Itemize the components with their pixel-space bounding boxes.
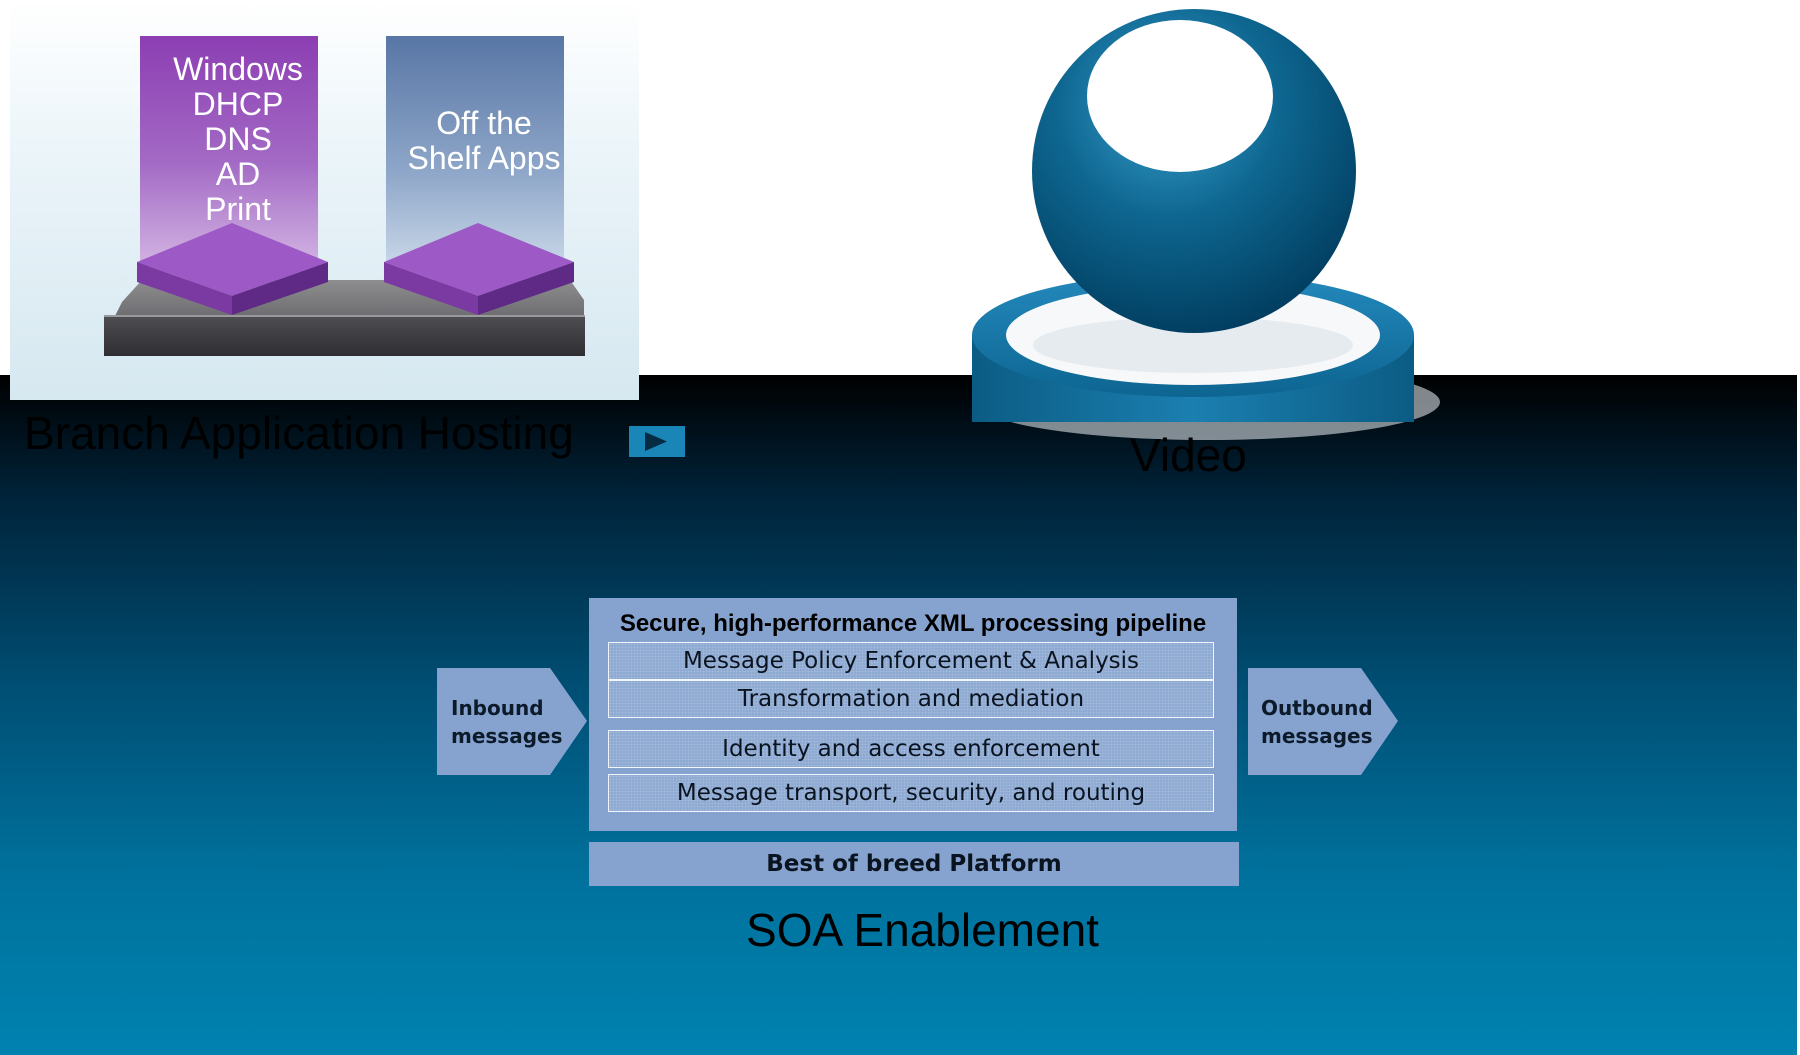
outbound-messages-label: Outbound messages <box>1261 696 1373 748</box>
right-edge-strip <box>1797 0 1800 1055</box>
inbound-messages-arrow: Inbound messages <box>437 668 587 775</box>
pipeline-layer: Message Policy Enforcement & Analysis <box>608 642 1214 680</box>
pipeline-layer: Identity and access enforcement <box>608 730 1214 768</box>
xml-processing-pipeline: Secure, high-performance XML processing … <box>589 598 1237 831</box>
outbound-messages-arrow: Outbound messages <box>1248 668 1398 775</box>
best-of-breed-platform: Best of breed Platform <box>589 842 1239 886</box>
windows-services-label: Windows DHCP DNS AD Print <box>173 51 303 227</box>
video-sphere-illustration <box>972 9 1440 440</box>
router-base-front <box>104 316 585 356</box>
soa-enablement-title: SOA Enablement <box>746 904 1099 956</box>
branch-hosting-panel: Windows DHCP DNS AD Print Off the Shelf … <box>10 0 639 400</box>
inbound-messages-label: Inbound messages <box>451 696 563 748</box>
branch-router-illustration <box>104 36 585 356</box>
play-triangle-icon <box>645 432 667 451</box>
pipeline-layer: Transformation and mediation <box>608 680 1214 718</box>
video-title: Video <box>1130 429 1247 481</box>
windows-module <box>137 223 328 315</box>
pipeline-layer: Message transport, security, and routing <box>608 774 1214 812</box>
off-the-shelf-apps-label: Off the Shelf Apps <box>407 105 561 176</box>
branch-hosting-title: Branch Application Hosting <box>24 407 574 459</box>
play-button[interactable] <box>629 426 685 457</box>
pipeline-title: Secure, high-performance XML processing … <box>619 610 1207 637</box>
apps-module <box>384 223 574 315</box>
